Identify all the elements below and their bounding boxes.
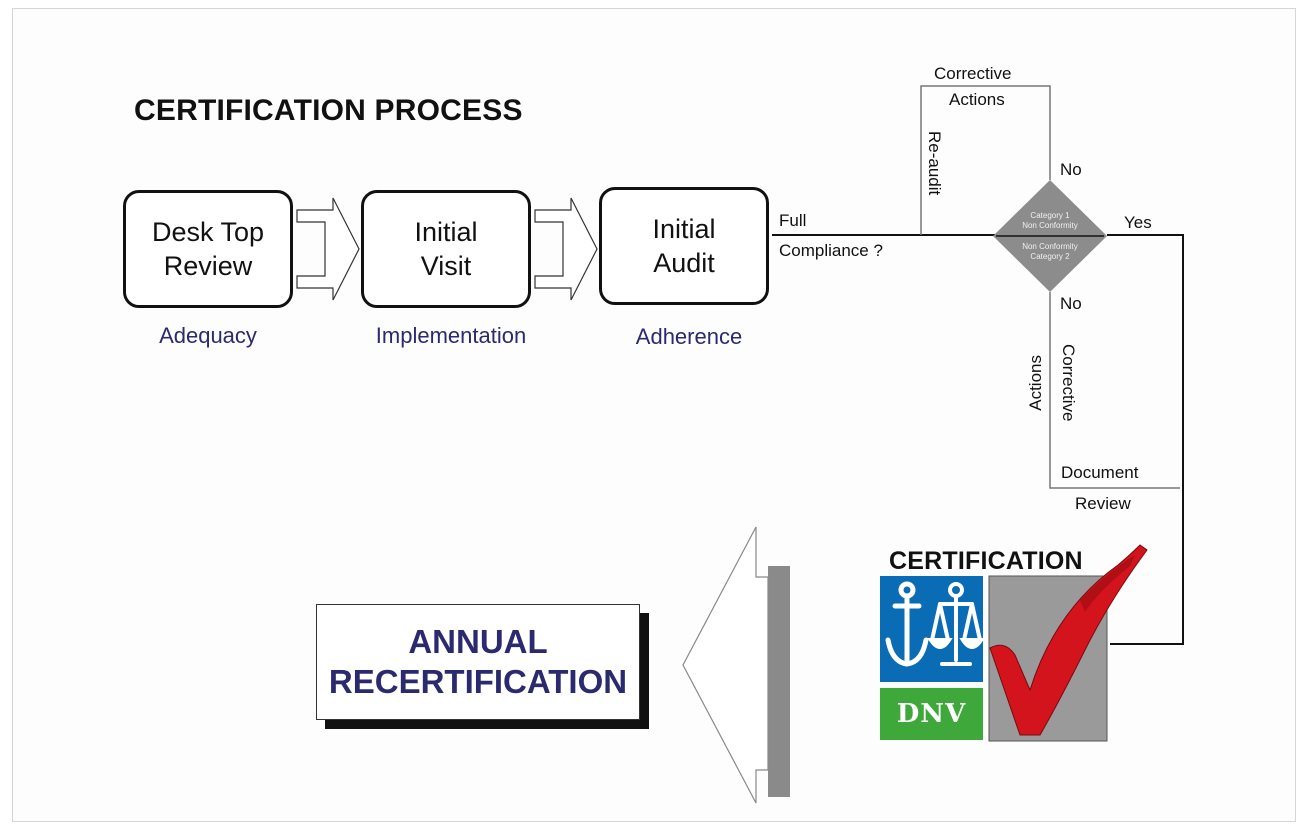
checkmark-stroke-2 bbox=[1080, 555, 1135, 612]
label-compliance: Compliance ? bbox=[779, 241, 883, 260]
anchor-icon bbox=[885, 581, 929, 667]
stage-desk-top-review: Desk Top Review bbox=[123, 190, 293, 308]
certification-title: CERTIFICATION bbox=[889, 547, 1083, 575]
annual-recertification-box: ANNUAL RECERTIFICATION bbox=[316, 604, 640, 720]
label-no-bottom: No bbox=[1060, 294, 1082, 313]
recert-arrow-shadow bbox=[768, 566, 790, 797]
label-full: Full bbox=[779, 211, 807, 230]
flow-arrow-1 bbox=[296, 197, 360, 301]
top-loop-corrective: Corrective bbox=[934, 64, 1012, 83]
label-yes: Yes bbox=[1124, 213, 1152, 232]
yes-line bbox=[1107, 234, 1184, 645]
diamond-category-2: Non Conformity Category 2 bbox=[1022, 242, 1078, 261]
scales-icon bbox=[927, 582, 985, 666]
bottom-loop-document: Document bbox=[1061, 463, 1139, 482]
recert-arrow bbox=[682, 526, 769, 804]
bottom-loop-actions: Actions bbox=[1026, 355, 1045, 411]
stage-initial-visit: Initial Visit bbox=[361, 190, 531, 308]
bottom-loop-line bbox=[1049, 292, 1180, 489]
top-loop-reaudit: Re-audit bbox=[925, 131, 944, 196]
checkmark-icon bbox=[989, 544, 1148, 736]
stage-sub-adherence: Adherence bbox=[635, 324, 743, 349]
dnv-logo: DNV bbox=[880, 688, 983, 740]
bottom-loop-review: Review bbox=[1075, 494, 1131, 513]
label-no-top: No bbox=[1060, 160, 1082, 179]
diagram-title: CERTIFICATION PROCESS bbox=[134, 94, 523, 127]
flow-arrow-2 bbox=[534, 197, 598, 301]
top-loop-actions: Actions bbox=[949, 90, 1005, 109]
diamond-category-1: Category 1 Non Conformity bbox=[1022, 211, 1078, 230]
top-loop-line bbox=[920, 85, 1051, 235]
stage-sub-adequacy: Adequacy bbox=[159, 323, 257, 348]
stage-initial-audit: Initial Audit bbox=[599, 187, 769, 305]
stage-sub-implementation: Implementation bbox=[375, 323, 527, 348]
bottom-loop-corrective: Corrective bbox=[1059, 344, 1078, 422]
